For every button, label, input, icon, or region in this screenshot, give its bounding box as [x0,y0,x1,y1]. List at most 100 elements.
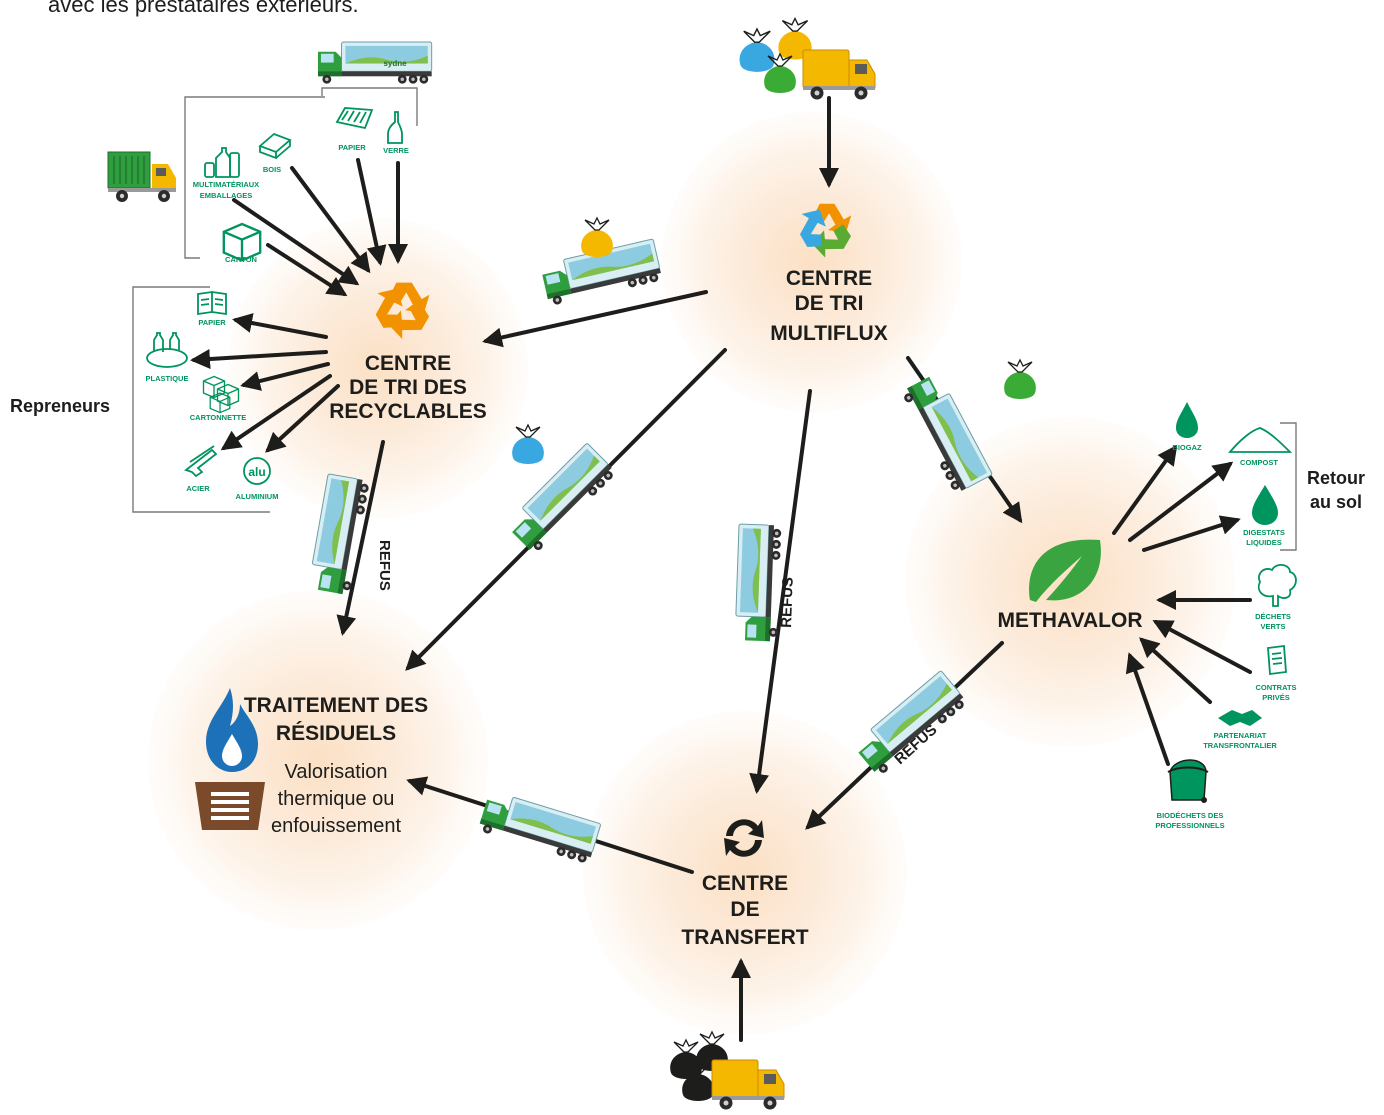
halo-transfert [583,711,907,1035]
truck-brand-label: sydne [383,59,407,68]
output-plastique-label: PLASTIQUE [146,374,189,383]
output-cartonnette-label: CARTONNETTE [190,413,247,422]
arrow-contrats-in [1152,620,1252,674]
input-multimateriaux: MULTIMATÉRIAUX EMBALLAGES [193,147,259,200]
hub-tri-recyclables: CENTRE DE TRI DES RECYCLABLES [329,282,487,423]
compost-heap-icon [1228,427,1293,453]
landfill-icon [195,782,265,830]
arrow-partenariat-in [1139,637,1212,704]
input-dechets-verts-label2: VERTS [1260,622,1285,631]
box-icon [209,392,231,414]
hub-traitement-line1: TRAITEMENT DES [244,694,428,717]
input-partenariat-label2: TRANSFRONTALIER [1203,741,1277,750]
input-papier-label: PAPIER [338,143,366,152]
input-partenariat: PARTENARIAT TRANSFRONTALIER [1203,710,1277,750]
output-acier: ACIER [184,445,218,493]
truck-icon [477,789,602,866]
input-dechets-verts: DÉCHETS VERTS [1255,564,1297,631]
arrow-biodechets-in [1125,652,1170,766]
arrow-multiflux-recyclables [482,290,708,348]
arrow-papier-in [356,158,387,266]
output-compost: COMPOST [1228,427,1293,467]
hub-traitement-sub1: Valorisation [284,761,387,783]
collect-truck-transfert [669,1031,785,1110]
hub-tri-multiflux-line1: CENTRE [786,267,872,290]
output-biogaz: BIOGAZ [1172,402,1202,452]
hub-transfert: CENTRE DE TRANSFERT [681,819,809,949]
collect-truck-multiflux [738,17,876,100]
bag-icon [738,28,776,73]
input-biodechets-label2: PROFESSIONNELS [1155,821,1224,830]
hub-transfert-line2: DE [730,898,759,921]
input-multimateriaux-label1: MULTIMATÉRIAUX [193,180,259,189]
bracket-top-inputs [321,87,418,126]
handshake-icon [1218,710,1262,726]
arrow-acier-out [220,374,332,451]
input-biodechets: BIODÉCHETS DES PROFESSIONNELS [1155,759,1225,830]
arrow-cartonnette-out [240,362,330,391]
input-bois: BOIS [258,132,292,174]
output-compost-label: COMPOST [1240,458,1278,467]
arrow-aluminium-out [265,384,340,453]
refus-label-multiflux: REFUS [778,577,797,628]
arrow-digestats-out [1142,515,1241,552]
arrow-multimateriaux-in [232,198,360,286]
bracket-retour [1280,422,1297,551]
output-digestats-label1: DIGESTATS [1243,528,1285,537]
garbage-truck-icon [802,49,876,100]
input-verre-label: VERRE [383,146,409,155]
truck-icon [899,371,993,495]
hub-tri-recyclables-line3: RECYCLABLES [329,400,487,423]
paper-bundle-icon [335,107,374,130]
input-papier: PAPIER [335,107,374,152]
contract-icon [1267,644,1287,676]
transfer-icon [724,819,764,857]
alu-icon [243,457,271,485]
refus-label-recyclables: REFUS [376,540,393,591]
hub-transfert-line1: CENTRE [702,872,788,895]
output-aluminium-label: ALUMINIUM [236,492,279,501]
input-bois-label: BOIS [263,165,281,174]
truck-icon [734,523,783,642]
input-partenariat-label1: PARTENARIAT [1214,731,1267,740]
hub-traitement-line2: RÉSIDUELS [276,722,396,745]
arrow-recyclables-traitement [336,440,385,636]
halo-tri-multiflux [662,112,962,412]
hub-tri-multiflux-line2: DE TRI [795,292,864,315]
bracket-repreneurs [132,286,270,513]
header-text: avec les prestataires extérieurs. [48,0,359,17]
arrow-papier-out [232,313,328,339]
flame-icon [1176,402,1198,438]
input-verre: VERRE [383,111,409,155]
bottles-icon [204,147,240,178]
drop-icon [1252,485,1278,525]
hub-traitement-sub3: enfouissement [271,815,402,837]
retour-label-line1: Retour [1307,468,1365,488]
steel-beam-icon [184,445,218,478]
truck-icon [317,41,433,85]
arrow-plastique-out [190,349,328,370]
hub-transfert-line3: TRANSFERT [681,926,808,949]
output-acier-label: ACIER [186,484,210,493]
arrow-biogaz-out [1112,444,1178,535]
output-aluminium: alu ALUMINIUM [236,457,279,501]
output-digestats-label2: LIQUIDES [1246,538,1281,547]
output-digestats: DIGESTATS LIQUIDES [1243,485,1285,547]
output-papier: PAPIER [197,290,227,327]
hub-tri-recyclables-line2: DE TRI DES [349,376,467,399]
halos [148,112,1235,1035]
output-cartonnette: CARTONNETTE [190,375,247,422]
retour-label-line2: au sol [1310,492,1362,512]
hub-traitement: TRAITEMENT DES RÉSIDUELS Valorisation th… [195,688,428,837]
tree-icon [1257,564,1297,607]
leaf-icon [1029,539,1101,602]
plastic-bottles-icon [146,332,188,368]
bio-bin-icon [1167,759,1209,803]
repreneurs-label: Repreneurs [10,396,110,416]
input-contrats-label2: PRIVÉS [1262,693,1290,702]
brackets [132,87,1297,551]
output-papier-label: PAPIER [198,318,226,327]
bracket-left-inputs [184,96,325,259]
